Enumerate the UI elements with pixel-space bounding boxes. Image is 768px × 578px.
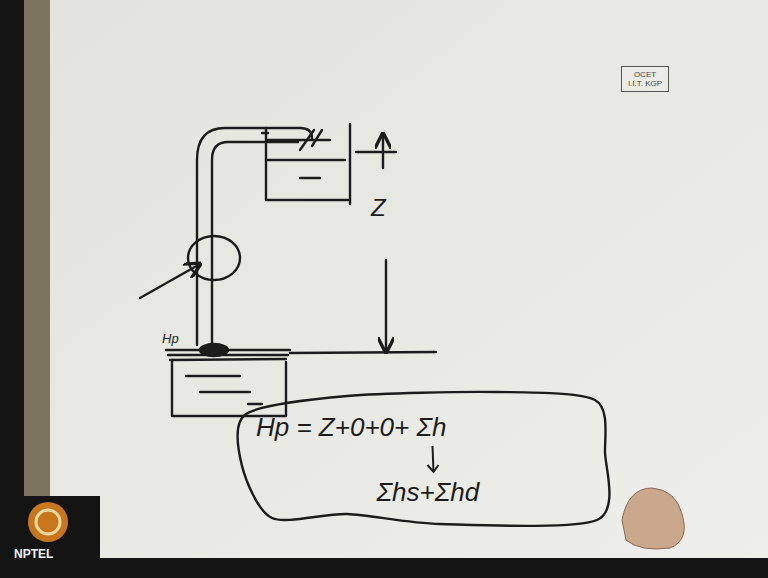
paper-sheet [50,0,768,558]
logo-ground [0,496,100,578]
dimension-arrow-up [382,134,384,168]
equation-bubble: Hp = Z+0+0+ Σh Σhs+Σhd [236,390,607,528]
pump-pointer-arrow [140,264,200,298]
equation-text: Hp = Z+0+0+ Σh [256,412,447,443]
logo-text: NPTEL [14,547,53,561]
delivery-pipe-inner [212,142,298,345]
annotation-arrow [433,446,434,472]
stamp-box: OCET I.I.T. KGP [621,66,669,92]
pump-circle [188,236,240,280]
loss-sum-text: Σhs+Σhd [377,477,480,508]
sump-water-lines [186,376,262,404]
stamp-text: OCET I.I.T. KGP [626,70,664,88]
dimension-top-line [356,151,396,153]
sump-tank [172,360,286,416]
annotation-arrowhead [428,465,439,472]
dimension-label: Z [371,194,386,222]
presenter-hand [622,488,684,549]
bubble-outline [236,390,607,528]
upper-tank-wall [349,124,351,204]
tank-water-lines [262,133,345,178]
nptel-logo-disc [28,502,68,542]
dimension-arrow-down [385,260,387,352]
nptel-logo-ring [36,510,60,534]
board-edge [24,0,52,560]
datum-line [290,352,436,353]
head-label: Hp [162,331,179,346]
bubble-path [237,392,609,526]
foot-valve [200,344,228,356]
